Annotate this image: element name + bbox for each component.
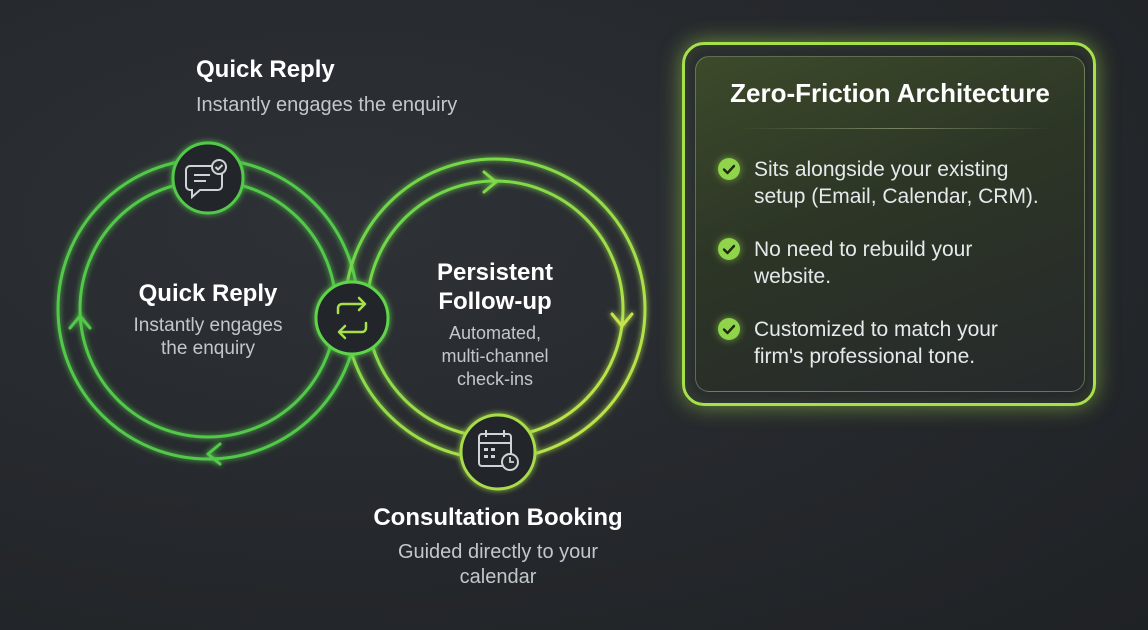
feature-item: Sits alongside your existing setup (Emai… [718,156,1068,210]
feature-item: Customized to match your firm's professi… [718,316,1068,370]
feature-2-line1: No need to rebuild your [754,238,973,261]
arrow-left-bottom [206,442,222,466]
feature-1-line2: setup (Email, Calendar, CRM). [754,185,1039,208]
right-loop-subtitle-line2: multi-channel [441,346,549,366]
architecture-panel-frame [682,42,1096,406]
check-icon [718,318,740,340]
quick-reply-title: Quick Reply [196,56,335,83]
feature-1-line1: Sits alongside your existing [754,158,1009,181]
right-loop-title-line2: Follow-up [438,288,552,315]
consultation-booking-title: Consultation Booking [373,504,623,531]
flow-arrows [68,170,634,466]
consultation-booking-subtitle-line1: Guided directly to your [397,541,599,563]
calendar-clock-icon [459,413,537,491]
left-loop-subtitle-line1: Instantly engages [133,315,283,336]
right-loop-text: Persistent Follow-up Automated, multi-ch… [400,258,590,391]
architecture-panel [695,56,1085,392]
consultation-booking-subtitle-line2: calendar [459,566,537,588]
feature-3-line2: firm's professional tone. [754,345,976,368]
check-icon [718,158,740,180]
feature-2-line2: website. [754,265,832,288]
sync-arrows-icon [314,280,390,356]
quick-reply-subtitle: Instantly engages the enquiry [196,94,458,116]
chat-check-icon [171,141,245,215]
consultation-booking-label: Consultation Booking Guided directly to … [340,504,656,590]
feature-item: No need to rebuild your website. [718,236,1068,290]
arrow-up-left [68,314,92,330]
arrow-right-top [482,170,498,194]
panel-title: Zero-Friction Architecture [730,78,1050,108]
check-icon [718,238,740,260]
left-loop-text: Quick Reply Instantly engages the enquir… [118,280,298,360]
left-loop-subtitle-line2: the enquiry [160,338,255,359]
panel-divider [740,128,1052,129]
right-loop-subtitle-line1: Automated, [448,323,542,343]
right-loop-title-line1: Persistent [436,259,554,286]
feature-3-line1: Customized to match your [754,318,998,341]
arrow-down-right [610,312,634,328]
left-loop-title: Quick Reply [138,280,278,307]
right-loop-subtitle-line3: check-ins [456,369,534,389]
quick-reply-label: Quick Reply Instantly engages the enquir… [196,56,457,117]
